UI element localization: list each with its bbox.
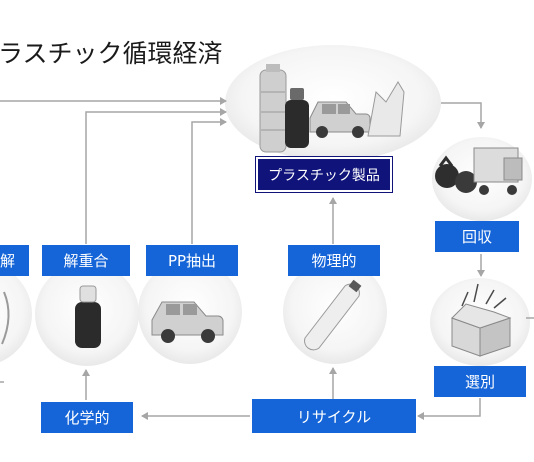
arrow-sorting-to-recycle: [417, 398, 481, 420]
car-icon: [151, 301, 224, 343]
node-pp-extraction: PP抽出: [146, 245, 238, 276]
arrow-depoly-to-product: [85, 108, 227, 244]
pet-bottle-icon: [304, 279, 362, 351]
plastic-bag-icon: [367, 81, 405, 137]
arrow-pp-to-product: [191, 118, 227, 244]
bottles-icon: [259, 64, 309, 153]
page-title: ラスチック循環経済: [0, 39, 223, 68]
decomp-image-circle: [0, 266, 32, 362]
node-sorting: 選別: [434, 366, 526, 397]
bag-fragment-icon: [1, 291, 10, 345]
recycle-box-icon: [451, 283, 512, 357]
flow-arrows: [0, 97, 534, 420]
arrow-product-to-collection: [441, 102, 485, 129]
node-recycle: リサイクル: [252, 399, 416, 433]
node-collection: 回収: [435, 221, 519, 252]
node-physical: 物理的: [288, 245, 380, 276]
node-chemical: 化学的: [41, 402, 133, 433]
node-decomposition: 解: [0, 245, 29, 276]
dark-bottle-icon: [75, 285, 101, 348]
garbage-truck-icon: [435, 147, 523, 195]
node-depolymerization: 解重合: [42, 245, 130, 276]
node-plastic-product: プラスチック製品: [256, 157, 392, 192]
